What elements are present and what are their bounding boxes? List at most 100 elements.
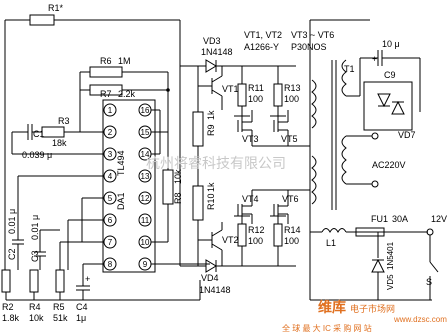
- r10-label: R10: [206, 193, 216, 210]
- vt5-label: VT5: [281, 134, 298, 144]
- logo-slogan: 全 球 最 大 IC 采 购 网 站: [282, 323, 372, 333]
- vt36-label: VT3 ~ VT6: [291, 30, 334, 40]
- vt6-mosfet: VT6: [270, 190, 299, 224]
- r3-value: 18k: [52, 138, 67, 148]
- fu1-label: FU1: [371, 214, 388, 224]
- pin-1: 1: [108, 106, 113, 115]
- c9-capacitor: 10 μ C9 +: [360, 39, 420, 80]
- r7-resistor: R7 2.2k: [80, 84, 168, 99]
- r2-resistor: R2 1.8k: [1, 269, 20, 323]
- r2-label: R2: [2, 302, 14, 312]
- c4-capacitor: + C4 1μ: [76, 263, 104, 323]
- pin-5: 5: [108, 194, 113, 203]
- r14-value: 100: [284, 236, 299, 246]
- r6-resistor: R6 1M: [80, 56, 168, 78]
- vd4-label: VD4: [201, 273, 219, 283]
- vd7-label: VD7: [398, 130, 416, 140]
- vt2-label: VT2: [222, 235, 239, 245]
- c2-capacitor: C2 0.01 μ: [7, 209, 24, 270]
- c2-label: C2: [7, 248, 17, 260]
- ac-output-label: AC220V: [372, 160, 406, 170]
- r3-label: R3: [58, 116, 70, 126]
- l1-inductor: L1: [310, 228, 356, 248]
- vd5-diode: VD5 1N5401: [371, 232, 395, 300]
- r9-value: 1k: [206, 110, 216, 120]
- ic-name: DA1: [116, 192, 126, 210]
- r5-value: 51k: [53, 313, 68, 323]
- r1-resistor: R1*: [4, 3, 180, 270]
- ic-right-pins: 16 15 14 13 12 11 10 9: [138, 103, 152, 271]
- r13-label: R13: [284, 83, 301, 93]
- pin-13: 13: [141, 172, 150, 181]
- c3-label: C3: [30, 250, 40, 262]
- r11-label: R11: [248, 83, 264, 93]
- vd7-bridge: VD7: [363, 81, 416, 140]
- r9-resistor: R9 1k: [192, 110, 216, 147]
- switch-label: S: [426, 277, 432, 287]
- pin-9: 9: [143, 260, 148, 269]
- pin-4: 4: [108, 172, 113, 181]
- r8-value: 10k: [173, 169, 183, 184]
- r13-value: 100: [284, 94, 299, 104]
- c3-value: 0.01 μ: [30, 215, 40, 240]
- r14-label: R14: [284, 225, 301, 235]
- pin-7: 7: [108, 238, 113, 247]
- r5-resistor: R5 51k: [53, 245, 68, 323]
- vt12-value: A1266-Y: [244, 42, 279, 52]
- r5-label: R5: [53, 302, 65, 312]
- ic-part: TL494: [116, 150, 126, 176]
- tl494-chip: DA1 TL494 1 2 3 4 5 6 7 8 16 15 14 13 12…: [102, 99, 156, 273]
- vt12-label: VT1, VT2: [244, 30, 282, 40]
- c4-plus: +: [85, 274, 90, 284]
- vt1-label: VT1: [222, 84, 239, 94]
- vd5-value: 1N5401: [386, 241, 395, 270]
- r13-resistor: R13 100: [273, 66, 301, 116]
- fu1-fuse: FU1 30A: [355, 214, 428, 237]
- r8-label: R8: [173, 192, 183, 204]
- r10-resistor: R10 1k: [192, 182, 216, 221]
- vd3-label: VD3: [203, 36, 221, 46]
- c9-value: 10 μ: [382, 39, 400, 49]
- vt3-label: VT3: [242, 134, 259, 144]
- c2-value: 0.01 μ: [7, 209, 17, 234]
- vt6-label: VT6: [282, 194, 299, 204]
- r3-resistor: R3 18k: [32, 116, 80, 148]
- watermark-text: 杭州将睿科技有限公司: [146, 156, 286, 172]
- vd4-value: 1N4148: [199, 285, 231, 295]
- site-logo: 维库 电子市场网 www.dzsc.com 全 球 最 大 IC 采 购 网 站: [282, 299, 447, 333]
- r11-resistor: R11 100: [237, 66, 264, 116]
- pin-12: 12: [141, 194, 150, 203]
- vd3-diode: VD3 1N4148: [198, 36, 296, 73]
- vt4-mosfet: VT4: [234, 190, 259, 224]
- r7-value: 2.2k: [118, 89, 136, 99]
- logo-site: www.dzsc.com: [393, 315, 447, 324]
- r14-resistor: R14 100: [273, 216, 301, 266]
- pin-10: 10: [141, 238, 150, 247]
- switch-s[interactable]: S: [426, 235, 439, 300]
- r2-value: 1.8k: [2, 313, 20, 323]
- logo-brand-cn: 电子市场网: [350, 303, 395, 315]
- pin-3: 3: [108, 150, 113, 159]
- vt5-mosfet: VT5: [270, 110, 298, 146]
- r4-resistor: R4 10k: [29, 269, 44, 323]
- r12-label: R12: [248, 225, 265, 235]
- c1-capacitor: C1 0.039 μ: [12, 124, 52, 160]
- vt36-value: P30NOS: [291, 42, 327, 52]
- c9-plus: +: [372, 54, 377, 64]
- pin-8: 8: [108, 260, 113, 269]
- vt1-transistor: VT1: [198, 66, 239, 110]
- pin-16: 16: [141, 106, 150, 115]
- vd5-label: VD5: [386, 274, 395, 290]
- vt3-mosfet: VT3: [234, 110, 259, 146]
- fu1-value: 30A: [392, 214, 408, 224]
- pin-11: 11: [141, 216, 150, 225]
- r10-value: 1k: [206, 182, 216, 192]
- r4-value: 10k: [29, 313, 44, 323]
- c4-label: C4: [76, 302, 88, 312]
- transformer-t1: T1: [309, 20, 355, 300]
- r12-value: 100: [248, 236, 263, 246]
- c3-capacitor: C3 0.01 μ: [30, 215, 60, 270]
- pin-14: 14: [141, 150, 150, 159]
